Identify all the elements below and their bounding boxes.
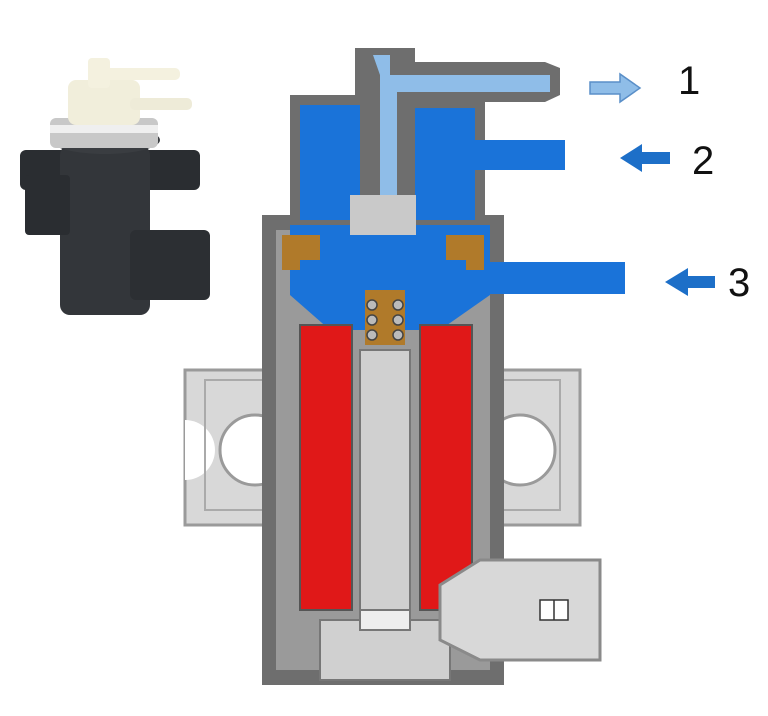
coil-right <box>419 324 473 611</box>
port-3-label: 3 <box>728 261 750 305</box>
arrow-left-icon <box>620 144 670 172</box>
port-2-indicator: 2 <box>620 139 714 183</box>
port-1-label: 1 <box>678 59 700 103</box>
electrical-connector <box>438 558 602 662</box>
coil-left <box>299 324 353 611</box>
port-3-indicator: 3 <box>665 261 750 305</box>
port-2-label: 2 <box>692 139 714 183</box>
arrow-left-icon <box>665 268 715 296</box>
valve-photo <box>20 58 210 315</box>
arrow-right-icon <box>589 72 642 104</box>
port-1-indicator: 1 <box>589 59 700 104</box>
